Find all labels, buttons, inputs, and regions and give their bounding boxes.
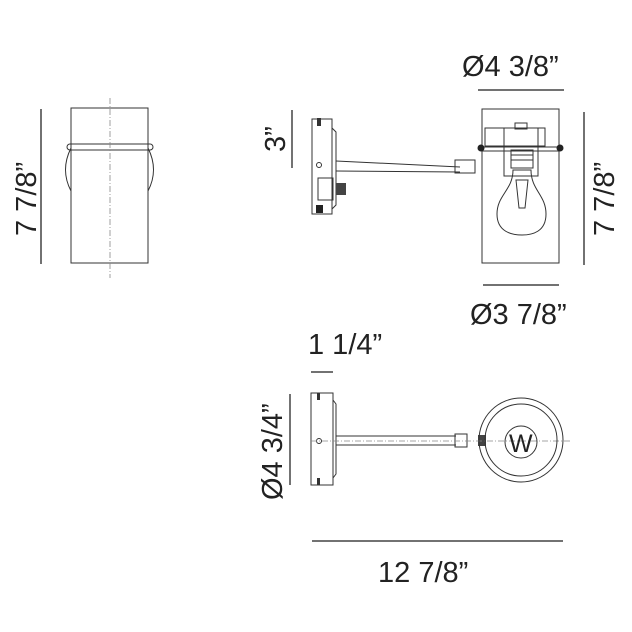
backplate-height-label: 3” [260, 126, 292, 152]
side-height-label: 7 7/8” [11, 162, 43, 236]
mount-screw-icon [316, 162, 322, 168]
arm-joint [454, 159, 476, 174]
top-screw-icon [317, 393, 320, 400]
switch-knob-icon [336, 183, 346, 195]
switch-box [317, 177, 334, 201]
wall-marker-label: W [509, 430, 533, 458]
backplate-top-edge [332, 399, 337, 479]
pivot-left-icon [477, 144, 485, 152]
shade-height-label: 7 7/8” [589, 162, 621, 236]
joint-nut-icon [478, 435, 486, 446]
socket-bracket [484, 127, 546, 147]
arm-joint [454, 433, 468, 448]
backplate-top [310, 392, 334, 486]
outer-diameter-label: Ø4 3/8” [462, 51, 559, 83]
wall-marker-circle [504, 425, 538, 459]
inner-diameter-label: Ø3 7/8” [470, 299, 567, 331]
backplate [311, 118, 333, 215]
arm-top [335, 160, 461, 168]
backplate-diameter-label: Ø4 3/4” [257, 403, 289, 500]
socket-nut [514, 122, 528, 130]
bottom-screw-icon [317, 478, 320, 485]
arm-bottom [335, 170, 461, 173]
shade-front [481, 108, 560, 264]
pivot-right-icon [556, 144, 564, 152]
socket [503, 127, 539, 177]
shade-inner-circle [484, 403, 558, 477]
shade-bracket-right [147, 147, 154, 192]
bulb-base [510, 149, 534, 169]
bulb-icon [496, 169, 547, 236]
bottom-screw-icon [316, 205, 323, 213]
top-view: 1 1/4” Ø4 3/4” W 12 7/8” [257, 329, 572, 589]
top-screw-icon [317, 118, 321, 126]
shade-bracket-left [65, 147, 72, 192]
side-view: 7 7/8” [11, 98, 154, 278]
shade-outer-circle [478, 397, 564, 483]
bulb-filament [515, 179, 529, 209]
overall-extension-label: 12 7/8” [378, 557, 468, 589]
backplate-depth-label: 1 1/4” [308, 329, 382, 361]
front-view: 3” Ø4 3/8” 7 7/8” [260, 51, 621, 331]
backplate-edge [331, 127, 337, 210]
shade-body [70, 107, 149, 264]
